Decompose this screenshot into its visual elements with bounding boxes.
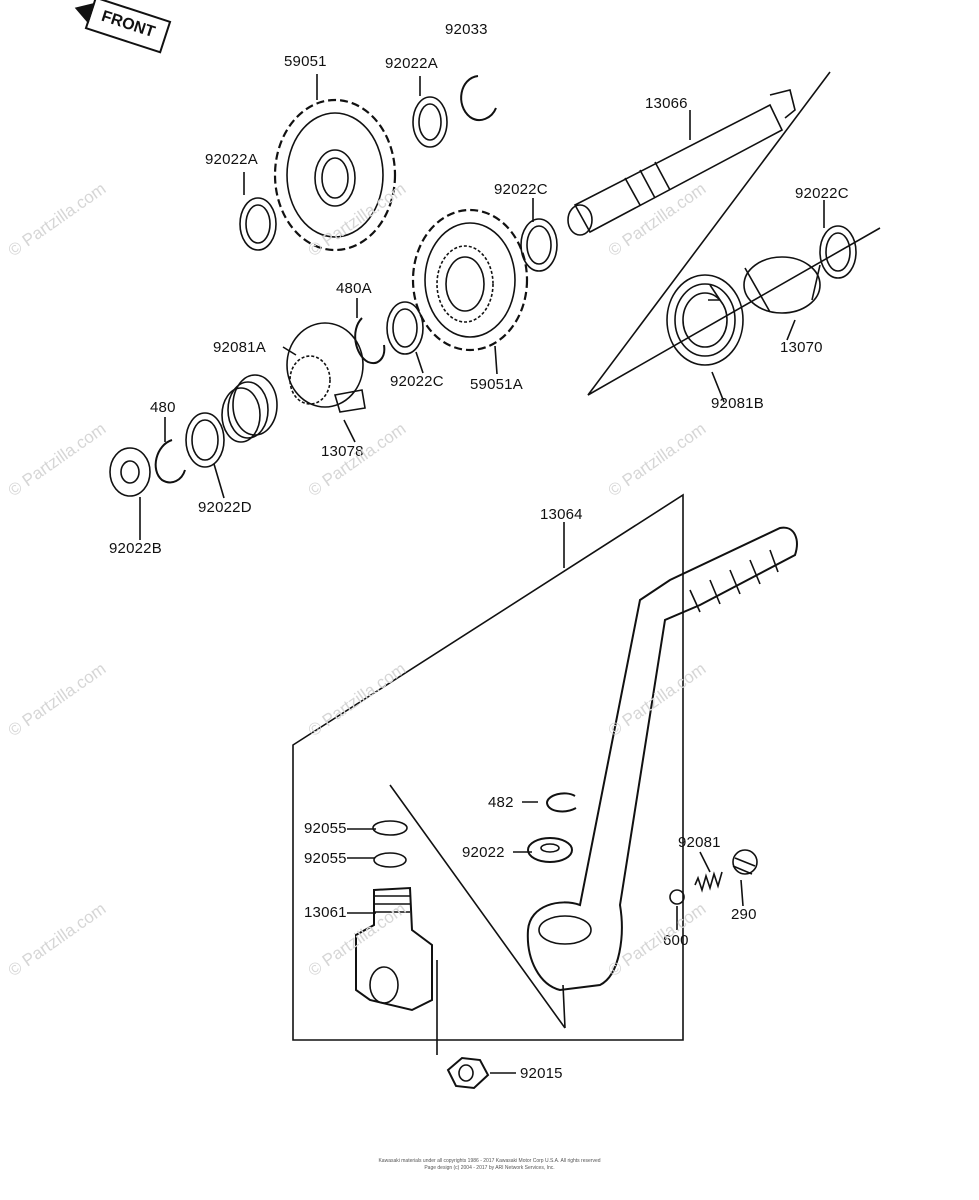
- oring-92055-b: [373, 852, 407, 868]
- subassembly-box-shaft: [587, 71, 881, 396]
- part-label: 482: [488, 794, 514, 811]
- part-label: 92055: [304, 850, 347, 867]
- washer-92022b: [109, 447, 151, 497]
- part-label: 13064: [540, 506, 583, 523]
- washer-92022c-mid: [520, 218, 558, 272]
- washer-92022c-right: [819, 225, 857, 279]
- gear-59051a-icon: [411, 208, 529, 352]
- part-label: 92081A: [213, 339, 266, 356]
- circlip-482: [545, 792, 577, 813]
- oring-92055-a: [372, 820, 408, 836]
- subassembly-box-crank: [389, 784, 566, 1029]
- part-label: 92022D: [198, 499, 252, 516]
- part-label: 92022A: [385, 55, 438, 72]
- washer-92022: [527, 837, 573, 863]
- copyright-line-1: Kawasaki materials under all copyrights …: [378, 1158, 601, 1164]
- part-label: 92081: [678, 834, 721, 851]
- part-label: 13070: [780, 339, 823, 356]
- part-label: 92022: [462, 844, 505, 861]
- leader-lines: [139, 74, 825, 1074]
- part-label: 13061: [304, 904, 347, 921]
- circlip-480: [154, 439, 186, 484]
- collar-13070-icon: [743, 256, 821, 314]
- front-label: FRONT: [99, 7, 157, 42]
- washer-92022d: [185, 412, 225, 468]
- plug-290-icon: [732, 849, 758, 875]
- part-label: 13066: [645, 95, 688, 112]
- part-label: 92015: [520, 1065, 563, 1082]
- shaft-13066-icon: [567, 89, 796, 236]
- ball-600-icon: [669, 889, 685, 905]
- part-label: 92022B: [109, 540, 162, 557]
- part-label: 92022C: [795, 185, 849, 202]
- part-label: 59051A: [470, 376, 523, 393]
- kick-pedal-13064-icon: [526, 526, 798, 992]
- part-label: 290: [731, 906, 757, 923]
- part-label: 92055: [304, 820, 347, 837]
- crank-13061-icon: [355, 886, 433, 1012]
- part-label: 600: [663, 932, 689, 949]
- part-label: 92022A: [205, 151, 258, 168]
- part-label: 92022C: [494, 181, 548, 198]
- gear-59051-icon: [273, 98, 397, 252]
- circlip-480a: [354, 317, 386, 364]
- part-label: 92081B: [711, 395, 764, 412]
- spring-92081a-icon: [221, 374, 278, 443]
- part-label: 480: [150, 399, 176, 416]
- washer-92022a-left: [239, 197, 277, 251]
- part-label: 13078: [321, 443, 364, 460]
- spring-92081-icon: [694, 871, 723, 893]
- washer-92022c-low: [386, 301, 424, 355]
- subassembly-box-lever: [292, 493, 684, 1041]
- part-label: 480A: [336, 280, 372, 297]
- part-label: 92033: [445, 21, 488, 38]
- nut-92015-icon: [446, 1056, 490, 1090]
- spring-92081b-icon: [666, 274, 744, 366]
- ratchet-13078-icon: [286, 322, 366, 413]
- part-label: 92022C: [390, 373, 444, 390]
- circlip-92033: [460, 75, 497, 121]
- washer-92022a-top: [412, 96, 448, 148]
- copyright-line-2: Page design (c) 2004 - 2017 by ARI Netwo…: [424, 1165, 555, 1171]
- part-label: 59051: [284, 53, 327, 70]
